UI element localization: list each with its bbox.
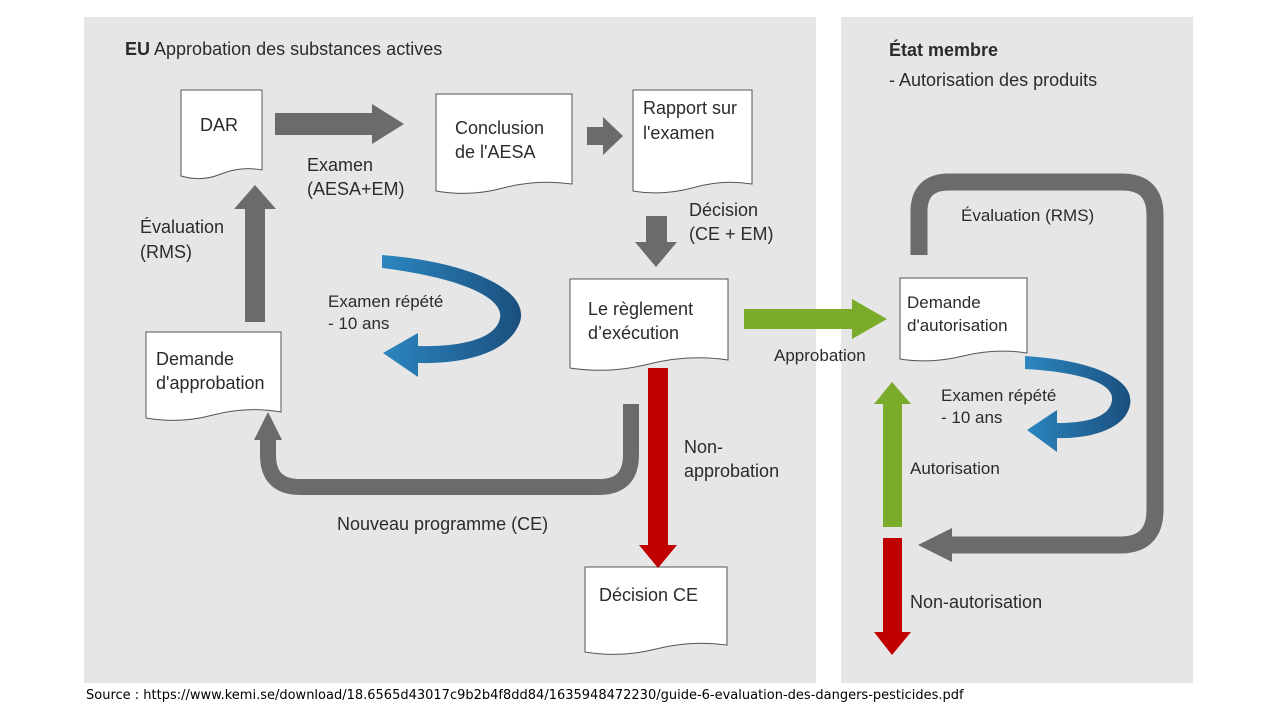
member-state-heading: État membre [889, 40, 999, 60]
arrow-non-autorisation-head [874, 632, 911, 655]
label-evaluation-line2: (RMS) [140, 242, 192, 262]
label-ms-examen-repete-line1: Examen répété [941, 386, 1057, 405]
doc-rapport [632, 89, 753, 194]
label-non-approbation-line1: Non- [684, 437, 724, 457]
doc-demande-autorisation [899, 277, 1028, 362]
doc-rapport-line2: l'examen [643, 123, 715, 143]
arrow-ms-evaluation-head [918, 528, 952, 562]
doc-demande-approbation-line2: d'approbation [156, 373, 265, 393]
label-examen-repete-line1: Examen répété [328, 292, 444, 311]
doc-conclusion-line2: de l'AESA [455, 142, 536, 162]
arrow-nouveau-programme [260, 404, 639, 495]
doc-conclusion [435, 93, 573, 194]
label-evaluation-line1: Évaluation [140, 217, 225, 237]
source-note: Source : https://www.kemi.se/download/18… [86, 688, 964, 703]
label-decision-line1: Décision [689, 200, 759, 220]
doc-conclusion-line1: Conclusion [455, 118, 545, 138]
eu-heading-bold: EU [125, 39, 151, 59]
doc-reglement-line1: Le règlement [588, 299, 694, 319]
doc-reglement [569, 278, 729, 371]
label-nouveau-programme: Nouveau programme (CE) [337, 514, 549, 534]
arrow-ms-evaluation-loop [910, 173, 1164, 554]
label-autorisation: Autorisation [910, 459, 1000, 478]
arrow-conclusion-to-rapport [587, 117, 623, 155]
label-non-autorisation: Non-autorisation [910, 592, 1043, 612]
doc-demande-approbation-line1: Demande [156, 349, 235, 369]
label-decision-line2: (CE + EM) [689, 224, 774, 244]
label-examen-line2: (AESA+EM) [307, 179, 405, 199]
member-state-subheading: - Autorisation des produits [889, 70, 1098, 90]
eu-heading-text: Approbation des substances actives [154, 39, 443, 59]
doc-reglement-line2: d’exécution [588, 323, 680, 343]
arrow-approbation [744, 299, 887, 339]
doc-decision-ce [584, 566, 728, 655]
doc-demande-approbation [145, 331, 282, 421]
arrow-non-approbation [639, 368, 677, 568]
label-ms-evaluation-rms: Évaluation (RMS) [961, 206, 1095, 225]
eu-heading: EU Approbation des substances actives [125, 37, 442, 61]
arrow-evaluation-up [234, 185, 276, 322]
doc-decision-ce-label: Décision CE [599, 585, 699, 605]
arrow-ms-examen-repete [1025, 356, 1131, 452]
arrow-non-autorisation-shaft [883, 538, 902, 634]
arrow-autorisation-shaft [883, 402, 902, 527]
label-examen-line1: Examen [307, 155, 374, 175]
arrow-rapport-to-reglement [635, 216, 677, 267]
doc-dar [180, 89, 263, 180]
label-approbation: Approbation [774, 346, 866, 365]
arrow-examen-repete [382, 255, 522, 377]
doc-dar-label: DAR [200, 115, 239, 135]
arrow-autorisation-head [874, 382, 911, 404]
label-ms-examen-repete-line2: - 10 ans [941, 408, 1003, 427]
doc-rapport-line1: Rapport sur [643, 98, 738, 118]
label-examen-repete-line2: - 10 ans [328, 314, 390, 333]
doc-demande-autorisation-line1: Demande [907, 293, 981, 312]
label-non-approbation-line2: approbation [684, 461, 780, 481]
doc-demande-autorisation-line2: d'autorisation [907, 316, 1008, 335]
arrow-nouveau-programme-head [254, 412, 282, 440]
arrow-dar-to-conclusion [275, 104, 404, 144]
